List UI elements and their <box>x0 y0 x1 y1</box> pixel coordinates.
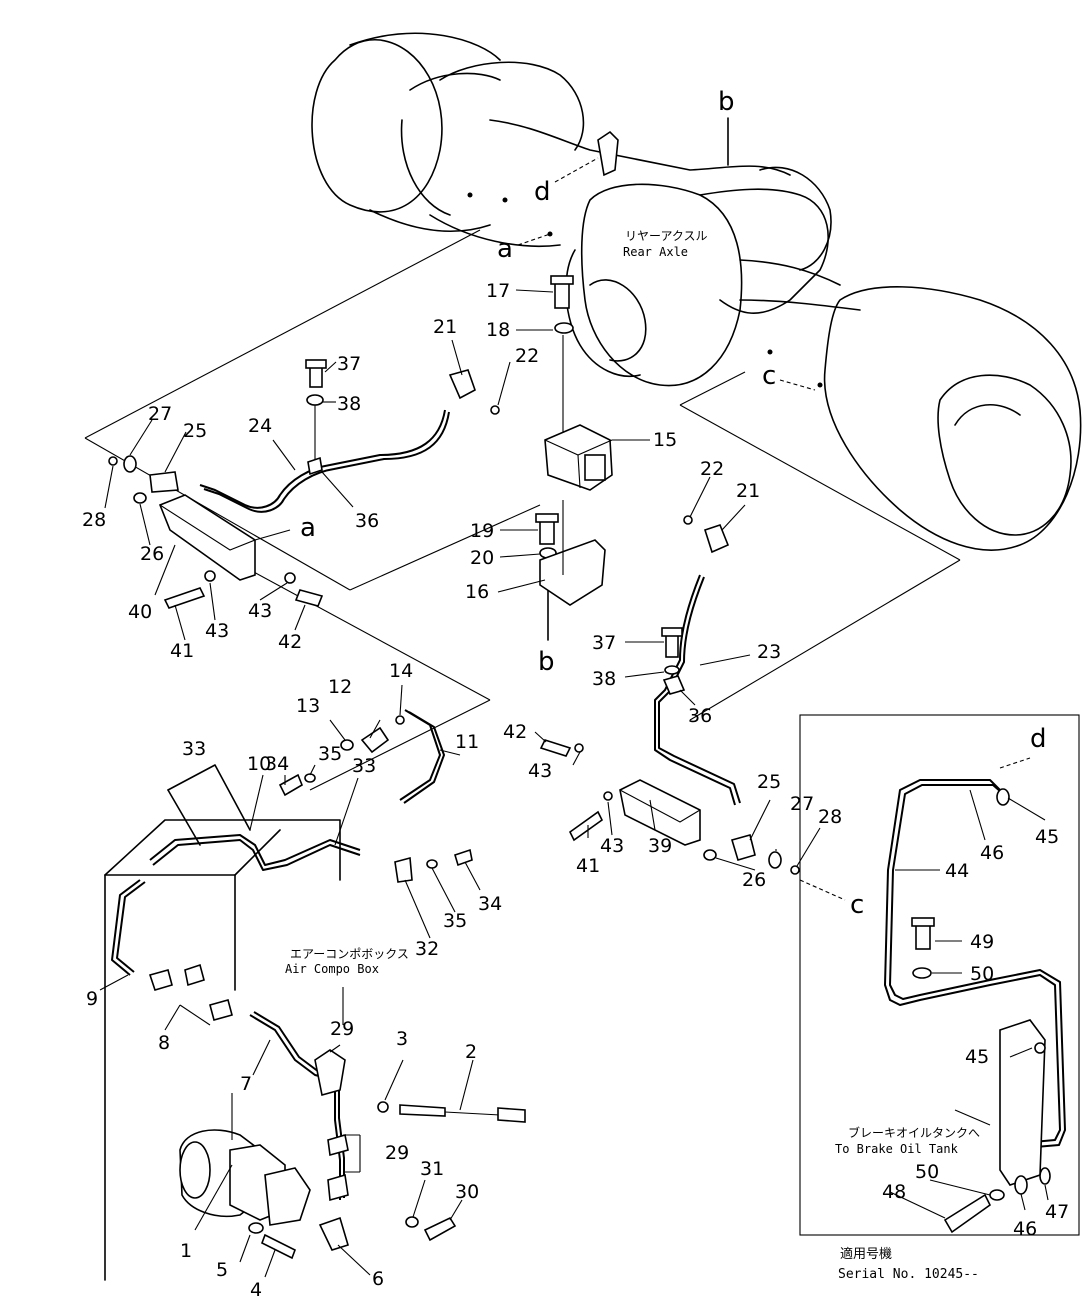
callout-7: 7 <box>240 1073 252 1095</box>
callout-19: 19 <box>470 520 494 542</box>
serial-number: Serial No. 10245-- <box>838 1267 979 1282</box>
callout-11: 11 <box>455 731 479 753</box>
callout-1: 1 <box>180 1240 192 1262</box>
callout-31: 31 <box>420 1158 444 1180</box>
callout-20: 20 <box>470 547 494 569</box>
callout-46-bottom: 46 <box>1013 1218 1037 1240</box>
valve-assembly <box>448 275 730 606</box>
rear-axle <box>311 32 1082 551</box>
callout-16: 16 <box>465 581 489 603</box>
callout-43-left-b: 43 <box>248 600 272 622</box>
ref-c-top: c <box>762 361 776 391</box>
brake-tank-jp-label: ブレーキオイルタンクへ <box>848 1125 980 1140</box>
callout-21-top: 21 <box>433 316 457 338</box>
callout-49: 49 <box>970 931 994 953</box>
callout-38-top: 38 <box>337 393 361 415</box>
air-compo-box <box>104 709 526 1281</box>
callout-38-right: 38 <box>592 668 616 690</box>
callout-22-top: 22 <box>515 345 539 367</box>
pipe-network-upper <box>108 359 450 609</box>
callout-27-right: 27 <box>790 793 814 815</box>
callout-26-right: 26 <box>742 869 766 891</box>
callout-22-right: 22 <box>700 458 724 480</box>
callout-29-top: 29 <box>330 1018 354 1040</box>
callout-8: 8 <box>158 1032 170 1054</box>
callout-6: 6 <box>372 1268 384 1290</box>
callout-13: 13 <box>296 695 320 717</box>
callout-23: 23 <box>757 641 781 663</box>
brake-tank-en-label: To Brake Oil Tank <box>835 1142 959 1156</box>
callout-29-right: 29 <box>385 1142 409 1164</box>
callout-33-right: 33 <box>352 755 376 777</box>
leader-lines <box>99 289 1049 1278</box>
frame-lines <box>84 229 961 791</box>
callout-35-right: 35 <box>443 910 467 932</box>
callout-48: 48 <box>882 1181 906 1203</box>
ref-b-bottom: b <box>538 647 555 677</box>
callout-numbers: 1 2 3 4 5 6 7 8 9 10 11 12 13 14 15 16 1… <box>82 280 1069 1300</box>
callout-34-left: 34 <box>265 753 289 775</box>
rear-axle-jp-label: リヤーアクスル <box>625 229 708 243</box>
callout-9: 9 <box>86 988 98 1010</box>
callout-34-right: 34 <box>478 893 502 915</box>
ref-d-inset: d <box>1030 724 1047 754</box>
callout-33-left: 33 <box>182 738 206 760</box>
callout-37-top: 37 <box>337 353 361 375</box>
callout-41-left: 41 <box>170 640 194 662</box>
callout-27-left: 27 <box>148 403 172 425</box>
callout-39: 39 <box>648 835 672 857</box>
callout-4: 4 <box>250 1279 262 1300</box>
brake-tank-inset <box>799 714 1080 1236</box>
callout-43-right-b: 43 <box>600 835 624 857</box>
callout-50-bottom: 50 <box>915 1161 939 1183</box>
callout-45-mid: 45 <box>965 1046 989 1068</box>
callout-36-top: 36 <box>355 510 379 532</box>
ref-a-top: a <box>497 234 513 264</box>
callout-42-left: 42 <box>278 631 302 653</box>
callout-40: 40 <box>128 601 152 623</box>
callout-41-right: 41 <box>576 855 600 877</box>
ref-a-left: a <box>300 513 316 543</box>
callout-14: 14 <box>389 660 413 682</box>
callout-25-left: 25 <box>183 420 207 442</box>
callout-42-right: 42 <box>503 721 527 743</box>
callout-28-left: 28 <box>82 509 106 531</box>
callout-5: 5 <box>216 1259 228 1281</box>
callout-26-left: 26 <box>140 543 164 565</box>
callout-28-right: 28 <box>818 806 842 828</box>
callout-25-right: 25 <box>757 771 781 793</box>
callout-15: 15 <box>653 429 677 451</box>
callout-21-right: 21 <box>736 480 760 502</box>
ref-b-top: b <box>718 87 735 117</box>
callout-10: 10 <box>247 753 271 775</box>
air-compo-en-label: Air Compo Box <box>285 962 379 976</box>
serial-jp-label: 適用号機 <box>840 1246 892 1262</box>
rear-axle-en-label: Rear Axle <box>623 245 688 259</box>
callout-47: 47 <box>1045 1201 1069 1223</box>
callout-24: 24 <box>248 415 272 437</box>
callout-37-right: 37 <box>592 632 616 654</box>
callout-3: 3 <box>396 1028 408 1050</box>
callout-2: 2 <box>465 1041 477 1063</box>
callout-36-right: 36 <box>688 705 712 727</box>
callout-45-top: 45 <box>1035 826 1059 848</box>
callout-46-top: 46 <box>980 842 1004 864</box>
callout-12: 12 <box>328 676 352 698</box>
pipe-network-right <box>539 574 800 875</box>
callout-17: 17 <box>486 280 510 302</box>
callout-44: 44 <box>945 860 969 882</box>
callout-35-left: 35 <box>318 743 342 765</box>
ref-c-bottom: c <box>850 890 864 920</box>
callout-43-left-a: 43 <box>205 620 229 642</box>
air-compo-jp-label: エアーコンポボックス <box>290 947 409 961</box>
callout-43-right-a: 43 <box>528 760 552 782</box>
callout-32: 32 <box>415 938 439 960</box>
callout-18: 18 <box>486 319 510 341</box>
callout-30: 30 <box>455 1181 479 1203</box>
ref-d-top: d <box>534 177 551 207</box>
callout-50-top: 50 <box>970 963 994 985</box>
